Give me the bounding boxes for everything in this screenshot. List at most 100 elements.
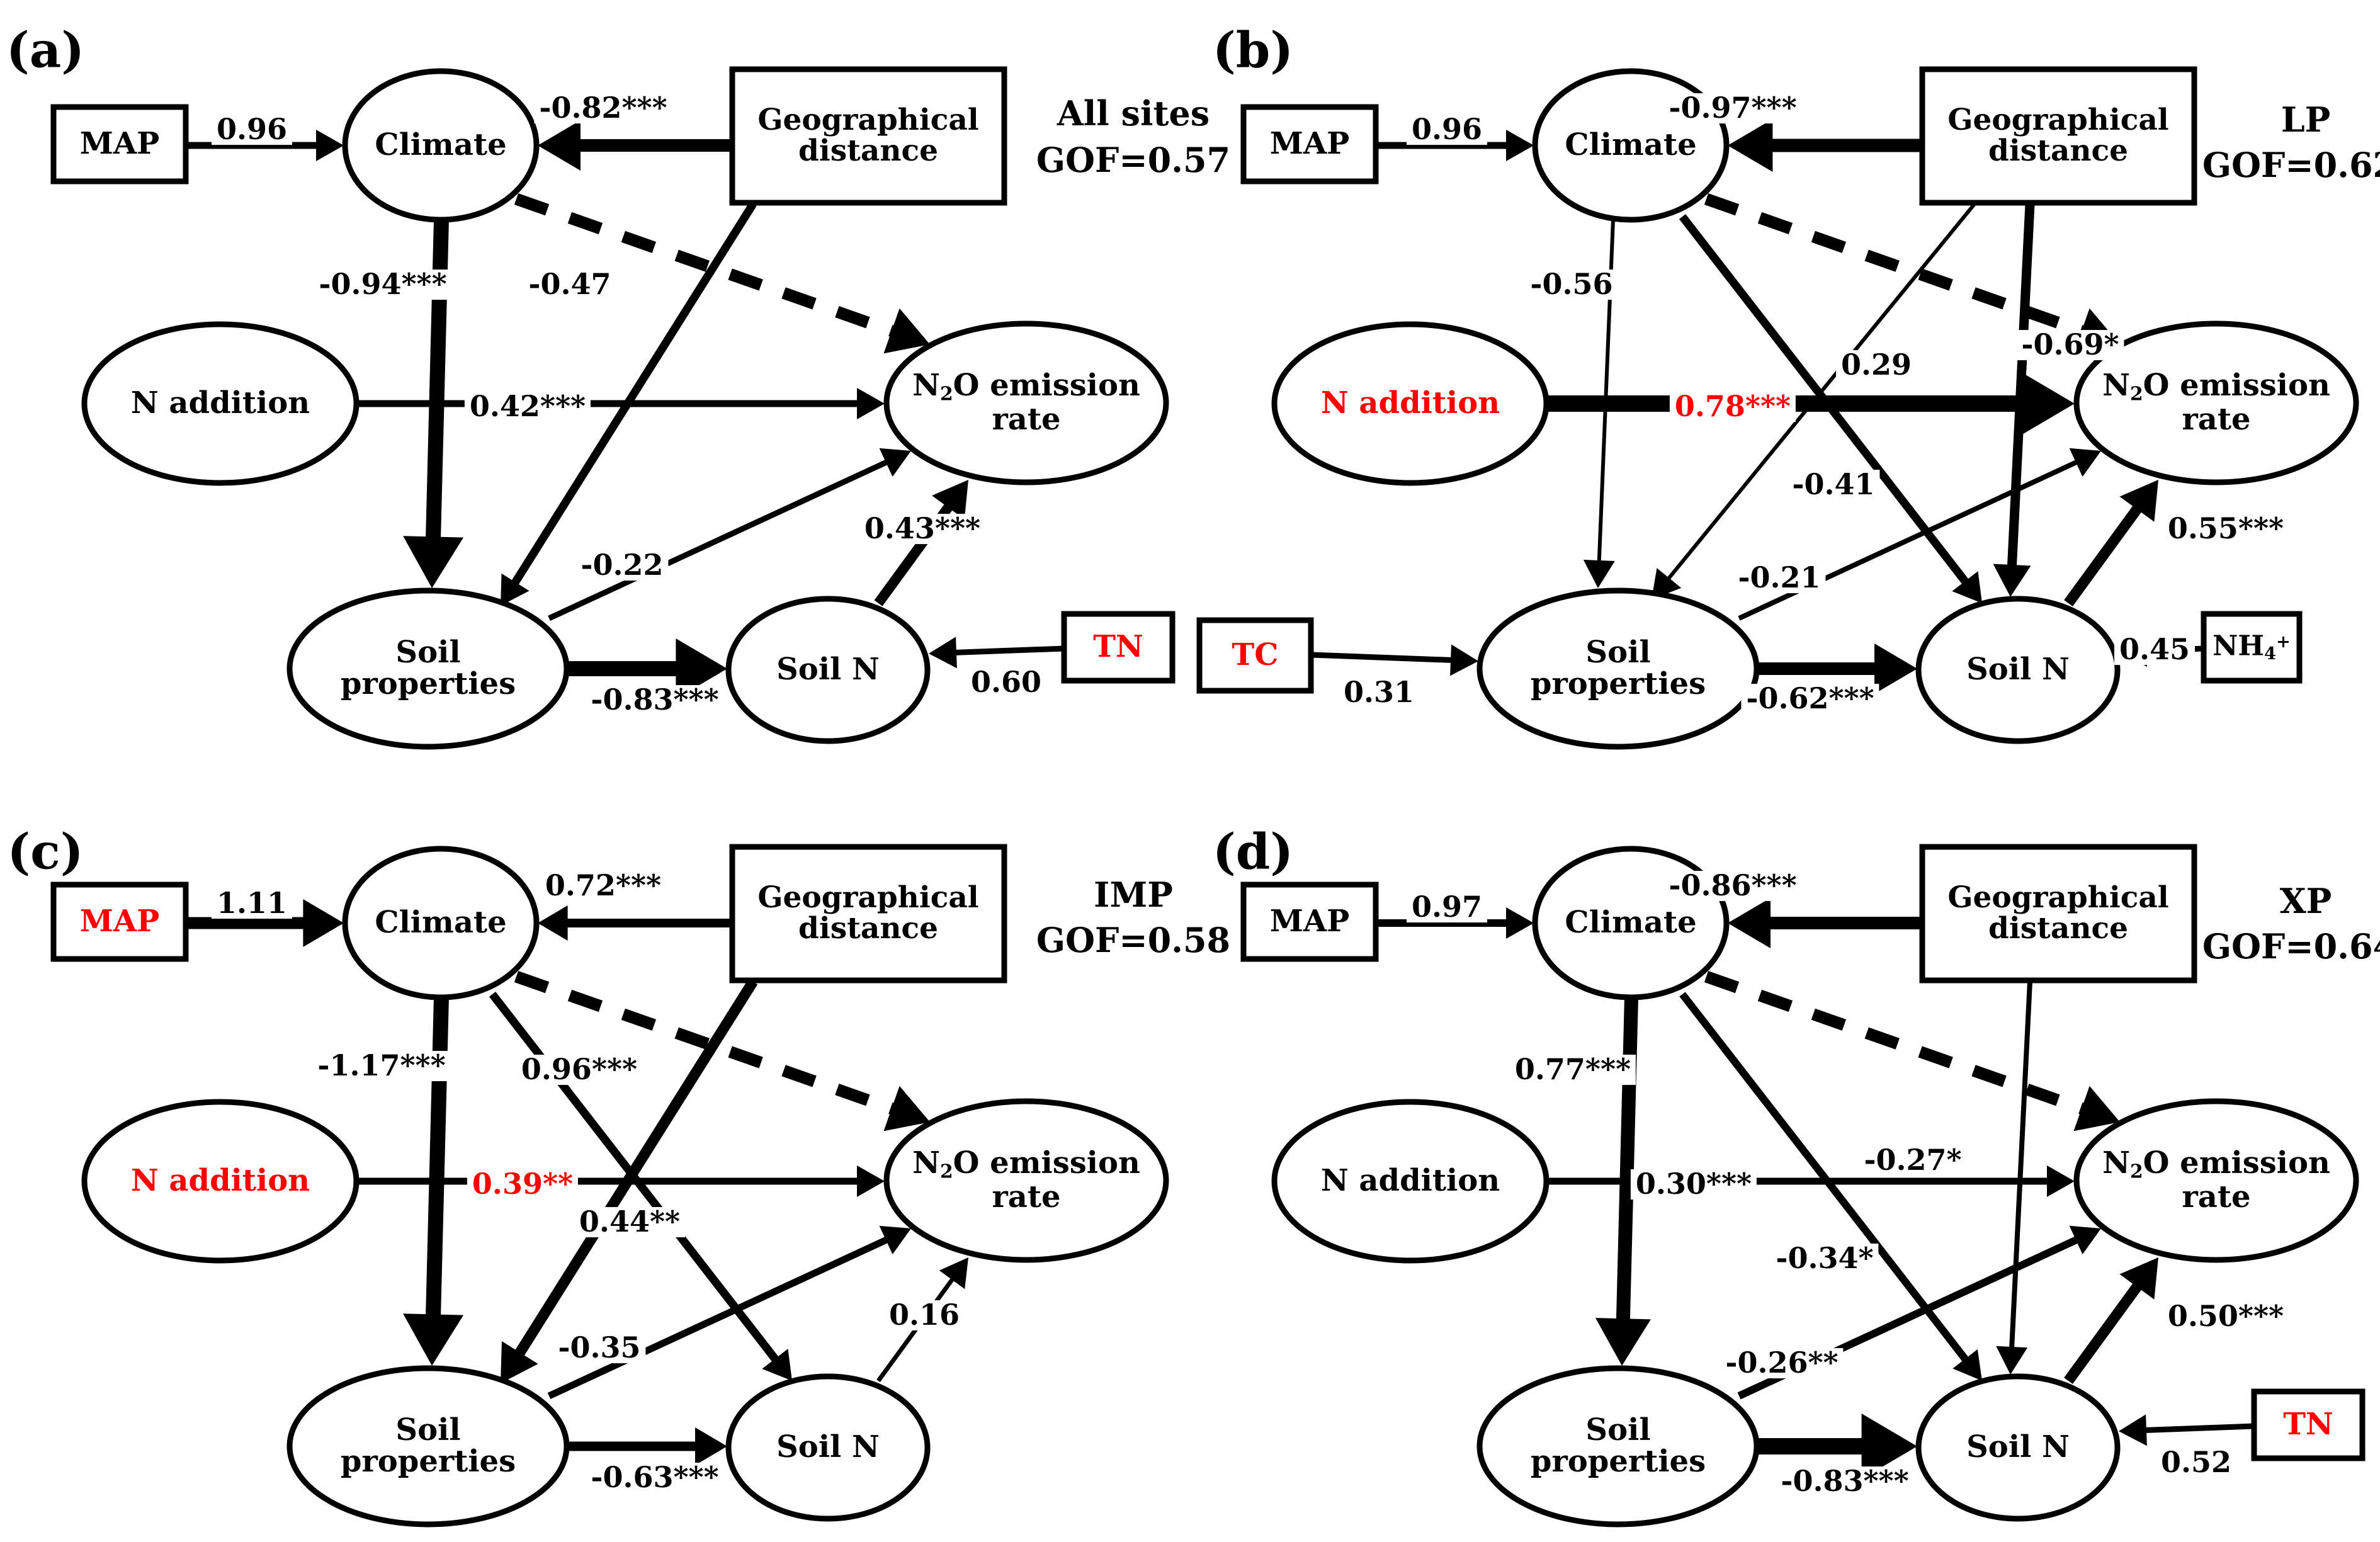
panel-b-letter: (b) (1212, 21, 1294, 79)
node-tc-box (1196, 617, 1314, 694)
edge-climate-soilprops-arrowhead-icon (1583, 560, 1615, 588)
panel-c (50, 844, 1169, 1528)
edge-climate-soilprops-coefficient: 0.77*** (1509, 1054, 1636, 1085)
panel-d (1240, 844, 2366, 1528)
node-n-addition-label: N addition (1320, 1163, 1500, 1199)
panel-d-caption-0: XP (2279, 880, 2332, 921)
edge-geo-climate-coefficient: -0.82*** (534, 93, 672, 123)
edge-geo-climate-arrowhead-icon (1728, 898, 1771, 948)
node-n-addition-label: N addition (1320, 385, 1500, 421)
edge-tc-soilprops-coefficient: 0.31 (1338, 677, 1420, 708)
edge-naddition-n2o-coefficient: 0.30*** (1630, 1169, 1757, 1199)
edge-soilprops-soiln-arrowhead-icon (1874, 643, 1917, 694)
node-map-label: MAP (1269, 126, 1350, 162)
edge-nh4-soiln-coefficient: 0.45 (2114, 634, 2196, 665)
edge-climate-n2o-line (514, 193, 896, 337)
edge-geo-soiln-arrowhead-icon (1996, 1346, 2028, 1375)
edge-climate-soilprops-coefficient: -0.94*** (314, 269, 452, 300)
node-nh4-label: NH4+ (2213, 630, 2291, 664)
edge-soilprops-soiln-arrowhead-icon (1861, 1414, 1917, 1479)
edge-geo-soilprops-line (510, 201, 757, 587)
node-soil-n-ellipse (725, 1373, 931, 1522)
edge-climate-soilprops-arrowhead-icon (1595, 1318, 1651, 1366)
node-n-addition-ellipse (1271, 1099, 1550, 1264)
node-soil-n-ellipse (725, 596, 931, 744)
edge-soilprops-n2o-arrowhead-icon (2069, 1225, 2101, 1255)
edge-soilprops-n2o-arrowhead-icon (879, 1225, 911, 1255)
edge-geo-soiln-line (2009, 981, 2032, 1350)
edge-geo-climate-arrowhead-icon (1728, 119, 1773, 172)
node-map-box (50, 104, 189, 184)
edge-map-climate-coefficient: 1.11 (211, 888, 293, 919)
edge-soiln-n2o-coefficient: 0.43*** (859, 513, 986, 544)
node-geographical-distance-box (1919, 66, 2197, 206)
node-soil-properties-ellipse (1476, 587, 1760, 750)
edge-geo-climate-coefficient: 0.72*** (540, 870, 667, 901)
node-n-addition-ellipse (81, 321, 360, 486)
node-geographical-distance-box (1919, 844, 2197, 984)
edge-climate-n2o-arrowhead-icon (2073, 1086, 2120, 1131)
edge-geo-soiln-arrowhead-icon (1993, 564, 2031, 597)
edge-climate-soilprops-coefficient: -1.17*** (312, 1050, 451, 1081)
panel-b-caption-0: LP (2281, 99, 2331, 140)
panel-a-caption-1: GOF=0.57 (1036, 139, 1231, 180)
edge-climate-soiln-line (1679, 214, 1970, 586)
node-n-addition-label: N addition (130, 1163, 310, 1199)
node-soil-n-label: Soil N (1966, 652, 2070, 688)
edge-geo-soilprops-coefficient: 0.96*** (516, 1054, 643, 1085)
node-map-label: MAP (79, 126, 160, 162)
edge-geo-soiln-coefficient: -0.27* (1859, 1145, 1967, 1176)
node-n2o-emission-rate-ellipse (2073, 320, 2359, 485)
edge-naddition-n2o-coefficient: 0.39** (467, 1169, 579, 1199)
node-climate-ellipse (342, 846, 540, 1001)
edge-geo-soilprops-arrowhead-icon (501, 1341, 538, 1383)
panel-a-caption-0: All sites (1057, 93, 1210, 133)
panel-c-letter: (c) (7, 823, 84, 881)
edge-naddition-n2o-arrowhead-icon (857, 1165, 885, 1197)
edge-tn-soiln-line (953, 645, 1065, 656)
edge-soiln-n2o-arrowhead-icon (2119, 1257, 2158, 1300)
edge-geo-soilprops-coefficient: -0.47 (523, 269, 616, 300)
edge-geo-climate-arrowhead-icon (538, 905, 568, 941)
edge-map-climate-coefficient: 0.97 (1406, 892, 1488, 922)
edge-climate-soiln-arrowhead-icon (762, 1349, 792, 1381)
edge-tn-soiln-line (2143, 1423, 2255, 1434)
panel-c-caption-1: GOF=0.58 (1036, 919, 1231, 960)
edge-soiln-n2o-arrowhead-icon (939, 1257, 968, 1290)
panel-a-letter: (a) (6, 21, 85, 79)
edge-climate-n2o-arrowhead-icon (883, 308, 930, 354)
node-soil-properties-ellipse (286, 1365, 570, 1528)
edge-soiln-n2o-line (2064, 504, 2143, 607)
edge-geo-climate-coefficient: -0.86*** (1663, 870, 1802, 901)
node-tc-label: TC (1232, 637, 1279, 673)
panel-d-caption-1: GOF=0.64 (2202, 926, 2380, 967)
edge-soiln-n2o-coefficient: 0.16 (883, 1300, 965, 1330)
edge-climate-soiln-arrowhead-icon (1952, 1349, 1982, 1381)
edge-soiln-n2o-arrowhead-icon (932, 480, 968, 519)
node-climate-label: Climate (1565, 905, 1697, 941)
edge-map-climate-coefficient: 0.96 (1406, 114, 1488, 145)
edge-naddition-n2o-arrowhead-icon (2019, 371, 2075, 436)
edge-map-climate-coefficient: 0.96 (211, 114, 293, 145)
node-map-box (1240, 104, 1379, 184)
panel-b (1196, 66, 2359, 750)
edge-climate-soilprops-line (1616, 997, 1638, 1322)
edge-soilprops-soiln-arrowhead-icon (695, 1427, 727, 1465)
edge-climate-soilprops-arrowhead-icon (403, 536, 464, 588)
edge-climate-soiln-coefficient: -0.34* (1771, 1243, 1879, 1274)
edge-naddition-n2o-arrowhead-icon (857, 388, 885, 419)
node-n2o-emission-rate-ellipse (883, 1098, 1169, 1263)
node-soil-n-ellipse (1915, 1373, 2121, 1522)
node-soil-properties-ellipse (286, 587, 570, 750)
